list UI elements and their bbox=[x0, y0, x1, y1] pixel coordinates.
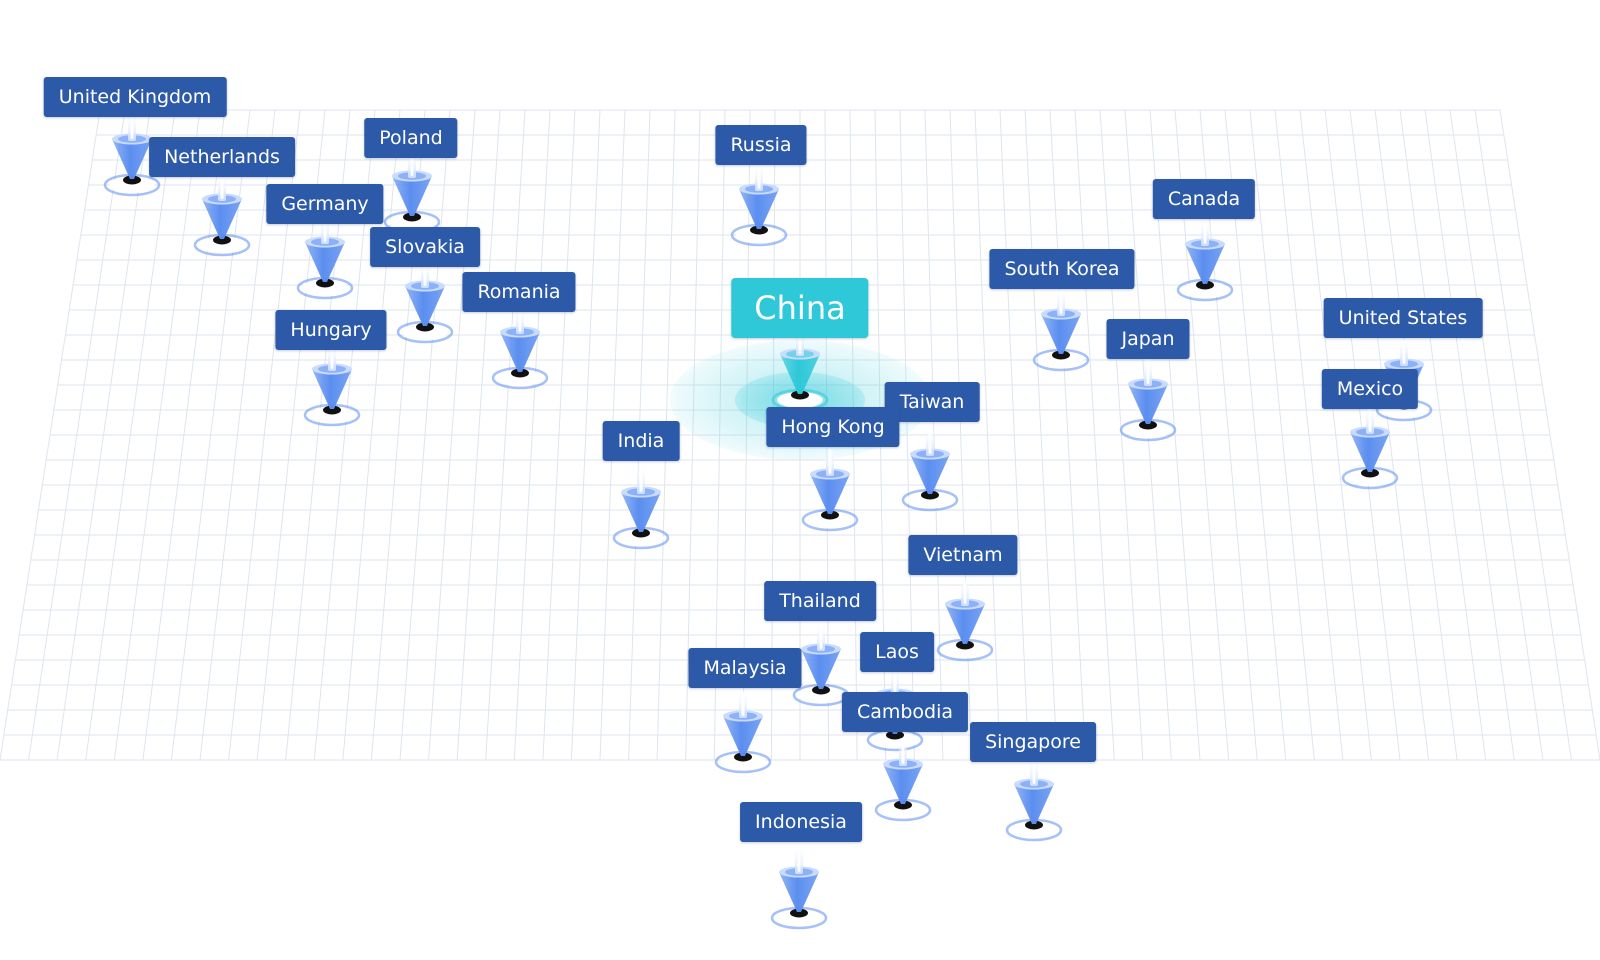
russia-label[interactable]: Russia bbox=[715, 125, 807, 165]
taiwan-location-pin-icon[interactable] bbox=[895, 422, 965, 512]
china-label[interactable]: China bbox=[731, 278, 869, 338]
singapore-label[interactable]: Singapore bbox=[970, 722, 1096, 762]
russia-location-pin-icon[interactable] bbox=[724, 157, 794, 247]
slovakia-label[interactable]: Slovakia bbox=[370, 227, 480, 267]
poland-label[interactable]: Poland bbox=[364, 118, 458, 158]
united-states-label[interactable]: United States bbox=[1323, 298, 1483, 338]
singapore-location-pin-icon[interactable] bbox=[999, 752, 1069, 842]
poland-location-pin-icon[interactable] bbox=[377, 144, 447, 234]
cambodia-location-pin-icon[interactable] bbox=[868, 732, 938, 822]
germany-location-pin-icon[interactable] bbox=[290, 210, 360, 300]
canada-label[interactable]: Canada bbox=[1152, 179, 1256, 219]
india-location-pin-icon[interactable] bbox=[606, 460, 676, 550]
south-korea-location-pin-icon[interactable] bbox=[1026, 282, 1096, 372]
romania-location-pin-icon[interactable] bbox=[485, 300, 555, 390]
hungary-location-pin-icon[interactable] bbox=[297, 337, 367, 427]
vietnam-location-pin-icon[interactable] bbox=[930, 572, 1000, 662]
india-label[interactable]: India bbox=[602, 421, 680, 461]
germany-label[interactable]: Germany bbox=[266, 184, 384, 224]
south-korea-label[interactable]: South Korea bbox=[989, 249, 1135, 289]
slovakia-location-pin-icon[interactable] bbox=[390, 254, 460, 344]
indonesia-location-pin-icon[interactable] bbox=[764, 840, 834, 930]
cambodia-label[interactable]: Cambodia bbox=[841, 692, 969, 732]
romania-label[interactable]: Romania bbox=[462, 272, 576, 312]
laos-label[interactable]: Laos bbox=[860, 632, 934, 672]
hungary-label[interactable]: Hungary bbox=[275, 310, 387, 350]
mexico-label[interactable]: Mexico bbox=[1321, 369, 1419, 409]
indonesia-label[interactable]: Indonesia bbox=[740, 802, 862, 842]
thailand-label[interactable]: Thailand bbox=[764, 581, 876, 621]
canada-location-pin-icon[interactable] bbox=[1170, 212, 1240, 302]
malaysia-label[interactable]: Malaysia bbox=[688, 648, 802, 688]
japan-location-pin-icon[interactable] bbox=[1113, 352, 1183, 442]
vietnam-label[interactable]: Vietnam bbox=[908, 535, 1018, 575]
united-kingdom-label[interactable]: United Kingdom bbox=[43, 77, 227, 117]
taiwan-label[interactable]: Taiwan bbox=[884, 382, 980, 422]
hong-kong-label[interactable]: Hong Kong bbox=[766, 407, 900, 447]
japan-label[interactable]: Japan bbox=[1106, 319, 1190, 359]
netherlands-label[interactable]: Netherlands bbox=[149, 137, 295, 177]
malaysia-location-pin-icon[interactable] bbox=[708, 684, 778, 774]
netherlands-location-pin-icon[interactable] bbox=[187, 167, 257, 257]
united-kingdom-location-pin-icon[interactable] bbox=[97, 107, 167, 197]
hong-kong-location-pin-icon[interactable] bbox=[795, 442, 865, 532]
mexico-location-pin-icon[interactable] bbox=[1335, 400, 1405, 490]
thailand-location-pin-icon[interactable] bbox=[786, 617, 856, 707]
